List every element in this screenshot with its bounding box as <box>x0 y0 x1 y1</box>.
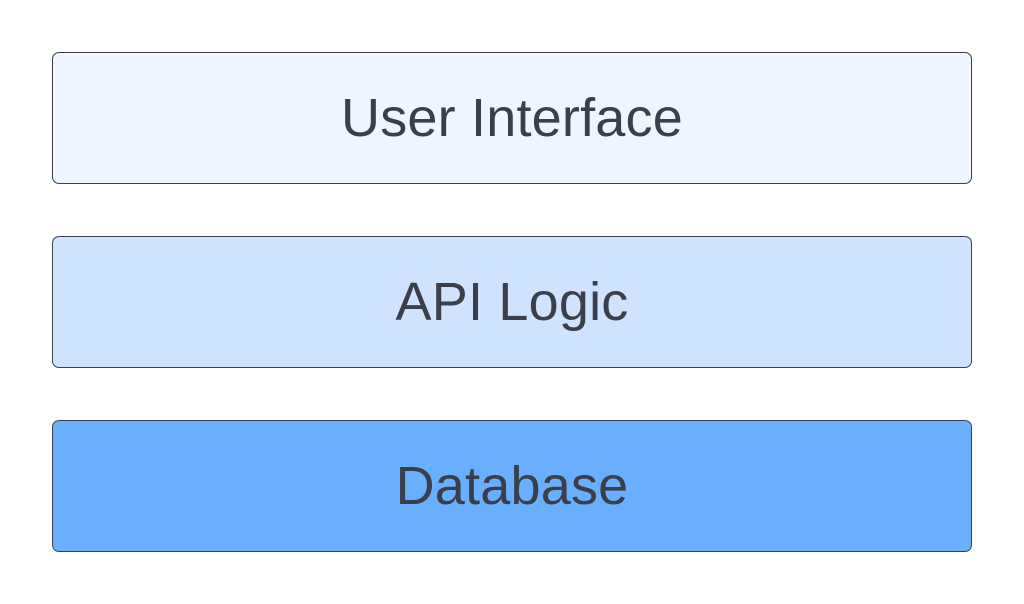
layer-label: API Logic <box>395 272 629 332</box>
layer-label: Database <box>395 456 629 516</box>
layer-stack-diagram: User Interface API Logic Database <box>52 52 972 552</box>
layer-label: User Interface <box>341 88 683 148</box>
layer-database: Database <box>52 420 972 552</box>
layer-api-logic: API Logic <box>52 236 972 368</box>
layer-user-interface: User Interface <box>52 52 972 184</box>
